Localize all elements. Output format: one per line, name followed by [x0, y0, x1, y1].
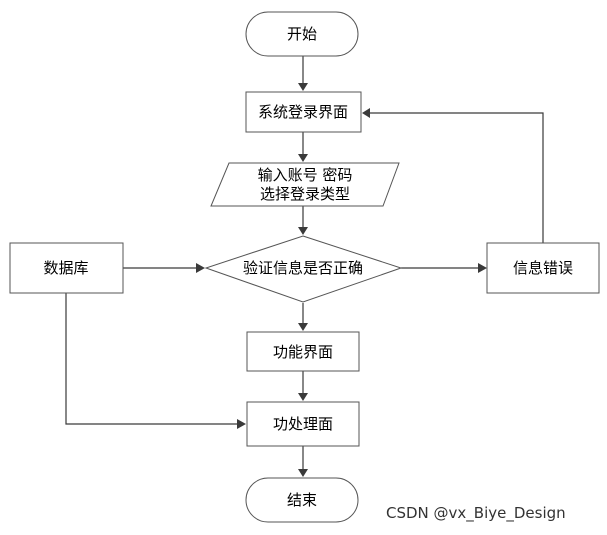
arrowhead	[298, 323, 308, 331]
node-process-screen: 功处理面	[246, 401, 360, 447]
node-login-screen-label: 系统登录界面	[258, 103, 348, 121]
node-input: 输入账号 密码 选择登录类型	[210, 162, 400, 207]
node-function-screen-label: 功能界面	[273, 343, 333, 361]
node-end: 结束	[245, 477, 359, 523]
arrowhead	[196, 263, 205, 273]
connector-database-to-process	[65, 293, 238, 425]
arrowhead	[362, 108, 370, 118]
arrowhead	[298, 469, 308, 477]
node-function-screen: 功能界面	[246, 331, 360, 372]
node-start: 开始	[245, 11, 359, 57]
node-verify-label: 验证信息是否正确	[243, 259, 363, 277]
node-info-error: 信息错误	[486, 242, 600, 294]
node-input-line2: 选择登录类型	[260, 185, 350, 203]
node-verify: 验证信息是否正确	[204, 235, 403, 303]
arrowhead	[478, 263, 487, 273]
node-process-screen-label: 功处理面	[273, 415, 333, 433]
connector-error-to-login	[369, 112, 544, 243]
node-input-line1: 输入账号 密码	[258, 166, 353, 184]
arrowhead	[298, 154, 308, 162]
arrowhead	[298, 393, 308, 401]
node-login-screen: 系统登录界面	[245, 91, 362, 133]
node-info-error-label: 信息错误	[513, 259, 573, 277]
arrowhead	[298, 83, 308, 91]
connectors	[65, 56, 544, 477]
node-database: 数据库	[9, 242, 124, 294]
arrowhead	[237, 419, 246, 429]
node-database-label: 数据库	[43, 259, 88, 277]
watermark-text: CSDN @vx_Biye_Design	[386, 504, 566, 522]
arrowhead	[298, 227, 308, 235]
node-start-label: 开始	[287, 25, 317, 43]
node-end-label: 结束	[287, 491, 317, 509]
